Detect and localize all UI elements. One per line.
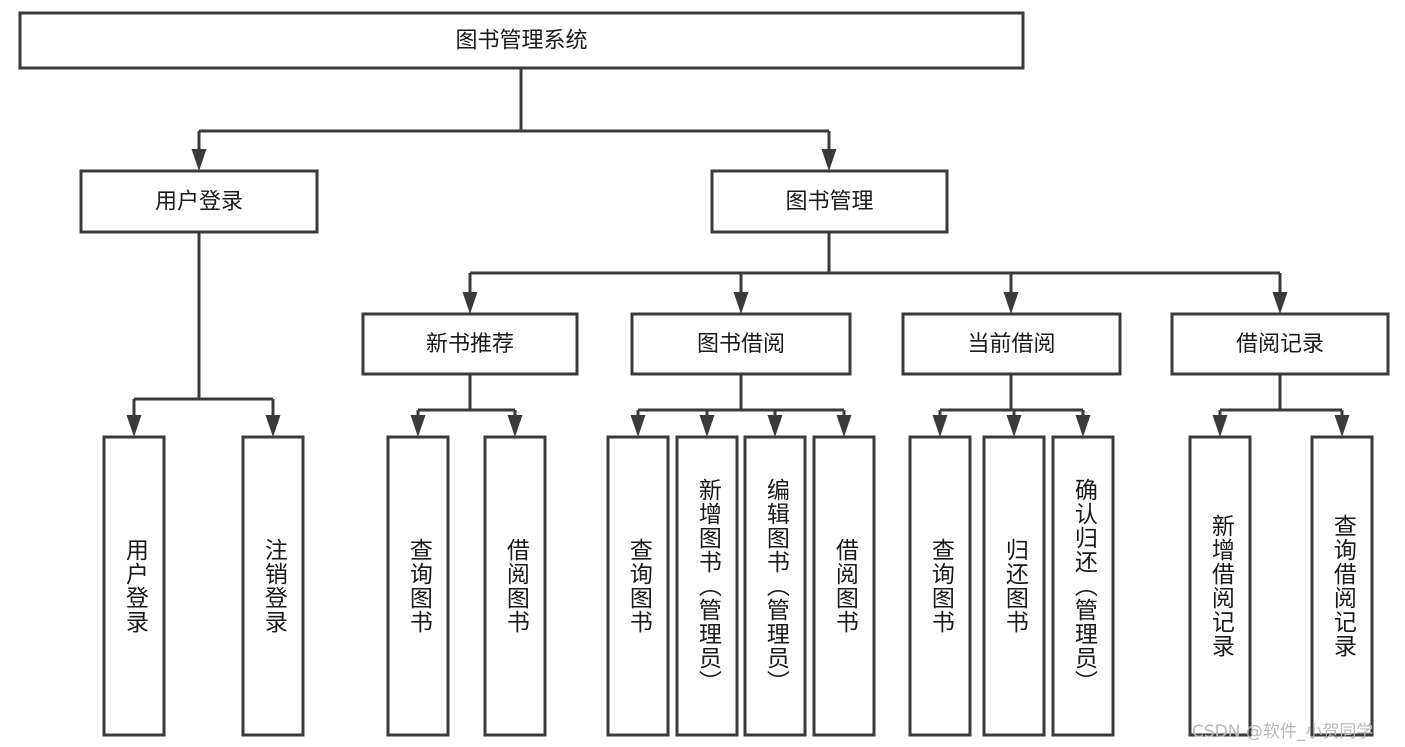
connectors-layer <box>126 68 1350 437</box>
node-box-leaf-borrow-book-recommend[interactable] <box>483 435 547 737</box>
arrow-head-bb-leaf1 <box>630 415 646 437</box>
node-label-borrow-record: 借阅记录 <box>1236 332 1324 357</box>
arrow-head-bus-to-book-management <box>821 149 837 171</box>
node-box-leaf-add-borrow-record[interactable] <box>1188 435 1252 737</box>
node-box-leaf-query-borrow-record[interactable] <box>1310 435 1374 737</box>
node-label-root: 图书管理系统 <box>455 29 587 54</box>
node-box-leaf-edit-book-admin[interactable] <box>743 435 807 737</box>
node-box-leaf-logout-login[interactable] <box>241 435 305 737</box>
csdn-watermark: CSDN @软件_小贺同学 <box>1192 722 1374 742</box>
node-box-leaf-query-book-borrow[interactable] <box>606 435 670 737</box>
arrow-head-cb-leaf2 <box>1006 415 1022 437</box>
arrow-head-bb-leaf4 <box>836 415 852 437</box>
arrow-head-nbr-leaf2 <box>507 415 523 437</box>
arrow-head-br-leaf2 <box>1334 415 1350 437</box>
node-box-leaf-add-book-admin[interactable] <box>675 435 739 737</box>
node-box-root[interactable] <box>18 11 1025 70</box>
arrow-head-bus-to-book-borrow <box>733 292 749 314</box>
arrow-head-nbr-leaf1 <box>410 415 426 437</box>
arrow-head-br-leaf1 <box>1212 415 1228 437</box>
node-label-new-book-recommend: 新书推荐 <box>426 332 514 357</box>
node-box-book-borrow[interactable] <box>630 312 852 376</box>
node-box-borrow-record[interactable] <box>1170 312 1390 376</box>
node-label-book-borrow: 图书借阅 <box>697 332 785 357</box>
node-box-leaf-query-book-recommend[interactable] <box>386 435 450 737</box>
arrow-head-bus-to-current-borrow <box>1003 292 1019 314</box>
node-boxes-layer <box>18 11 1390 737</box>
arrow-head-bb-leaf3 <box>767 415 783 437</box>
node-box-leaf-user-login[interactable] <box>102 435 166 737</box>
arrow-head-user-login-leaf2 <box>265 415 281 437</box>
node-box-leaf-return-book[interactable] <box>982 435 1046 737</box>
node-box-leaf-borrow-book[interactable] <box>812 435 876 737</box>
arrow-head-bus-to-borrow-record <box>1272 292 1288 314</box>
node-box-current-borrow[interactable] <box>901 312 1122 376</box>
arrow-head-bb-leaf2 <box>699 415 715 437</box>
node-box-leaf-confirm-return-admin[interactable] <box>1051 435 1115 737</box>
arrow-head-cb-leaf3 <box>1075 415 1091 437</box>
arrow-head-cb-leaf1 <box>932 415 948 437</box>
arrow-head-bus-to-new-book-recommend <box>462 292 478 314</box>
node-label-current-borrow: 当前借阅 <box>967 332 1055 357</box>
node-label-user-login: 用户登录 <box>155 190 243 215</box>
node-box-user-login[interactable] <box>79 169 319 234</box>
node-box-leaf-query-book-current[interactable] <box>908 435 972 737</box>
node-box-new-book-recommend[interactable] <box>361 312 579 376</box>
node-label-book-management: 图书管理 <box>785 190 873 215</box>
arrow-head-user-login-leaf1 <box>126 415 142 437</box>
arrow-head-bus-to-user-login <box>191 149 207 171</box>
node-box-book-management[interactable] <box>710 169 949 234</box>
